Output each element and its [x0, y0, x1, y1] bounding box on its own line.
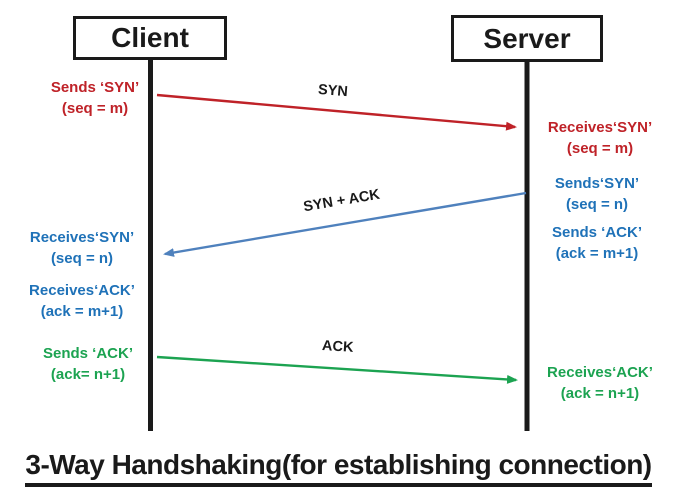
note-line: (ack = m+1)	[40, 303, 124, 320]
syn-ack-message-label: SYN + ACK	[302, 186, 382, 216]
note-line: Receives‘SYN’	[29, 229, 135, 246]
server-sends-syn-note: Sends‘SYN’ (seq = n)	[527, 173, 667, 215]
note-line: Sends ‘SYN’	[50, 79, 140, 96]
server-sends-ack-note: Sends ‘ACK’ (ack = m+1)	[527, 222, 667, 264]
note-line: Sends ‘ACK’	[42, 345, 133, 362]
syn-message-label: SYN	[317, 81, 349, 101]
client-sends-syn-note: Sends ‘SYN’ (seq = m)	[25, 77, 165, 119]
note-line: (ack= n+1)	[50, 366, 126, 383]
client-receives-ack-note: Receives‘ACK’ (ack = m+1)	[12, 280, 152, 322]
ack-message-label: ACK	[321, 338, 354, 356]
ack-arrow	[156, 355, 518, 384]
note-line: Sends‘SYN’	[554, 175, 640, 192]
note-line: Receives‘ACK’	[547, 364, 653, 381]
client-actor-box: Client	[73, 16, 227, 60]
client-sends-ack-note: Sends ‘ACK’ (ack= n+1)	[18, 343, 158, 385]
note-line: (seq = n)	[50, 250, 114, 267]
note-line: (ack = n+1)	[560, 385, 640, 402]
server-actor-box: Server	[451, 15, 603, 62]
note-line: Receives‘ACK’	[29, 282, 135, 299]
note-line: (seq = m)	[566, 140, 634, 157]
note-line: Sends ‘ACK’	[551, 224, 642, 241]
diagram-title-text: 3-Way Handshaking(for establishing conne…	[25, 449, 652, 487]
note-line: (seq = n)	[565, 196, 629, 213]
syn-arrow	[156, 93, 517, 131]
client-receives-syn-note: Receives‘SYN’ (seq = n)	[12, 227, 152, 269]
server-receives-ack-note: Receives‘ACK’ (ack = n+1)	[530, 362, 670, 404]
note-line: (ack = m+1)	[555, 245, 639, 262]
diagram-title: 3-Way Handshaking(for establishing conne…	[0, 449, 677, 487]
note-line: Receives‘SYN’	[547, 119, 653, 136]
note-line: (seq = m)	[61, 100, 129, 117]
server-receives-syn-note: Receives‘SYN’ (seq = m)	[530, 117, 670, 159]
